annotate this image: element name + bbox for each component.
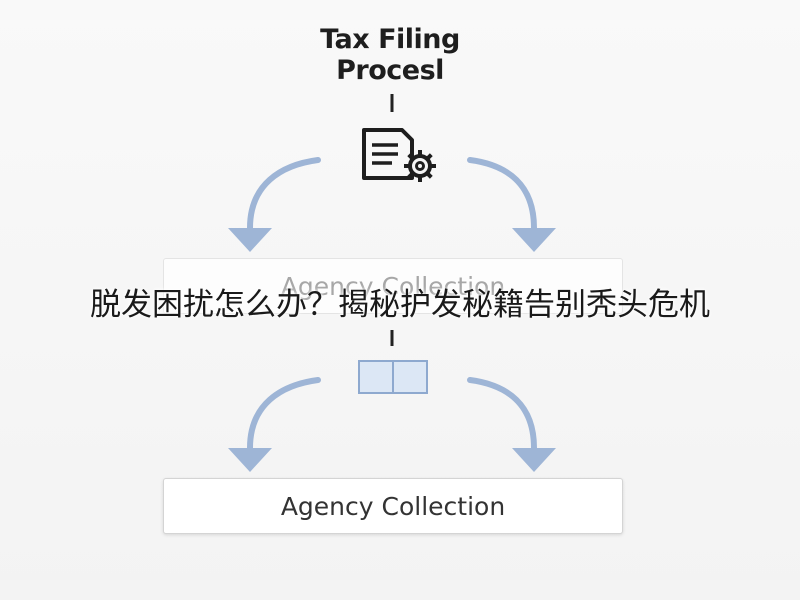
lower-left-arrowhead xyxy=(228,448,272,472)
upper-left-arrowhead xyxy=(228,228,272,252)
diagram-title: Tax Filing Procesl xyxy=(250,24,530,86)
lower-right-arrow xyxy=(467,377,537,451)
upper-left-arrow xyxy=(247,157,321,231)
title-line-2: Procesl xyxy=(336,55,444,86)
bottom-agency-collection-box: Agency Collection xyxy=(163,478,623,534)
lower-arrows xyxy=(247,377,537,451)
bottom-box-label: Agency Collection xyxy=(280,491,506,521)
lower-right-arrowhead xyxy=(512,448,556,472)
top-agency-collection-box: Agency Collection xyxy=(163,258,623,314)
title-line-1: Tax Filing xyxy=(320,24,460,55)
document-gear-icon xyxy=(362,128,436,182)
top-box-label: Agency Collection xyxy=(280,271,506,301)
overlay-caption: 脱发困扰怎么办？揭秘护发秘籍告别秃头危机 xyxy=(90,287,710,323)
upper-right-arrow xyxy=(467,157,537,231)
split-box-icon xyxy=(358,360,428,394)
upper-arrows xyxy=(247,157,537,231)
upper-right-arrowhead xyxy=(512,228,556,252)
lower-left-arrow xyxy=(247,377,321,451)
